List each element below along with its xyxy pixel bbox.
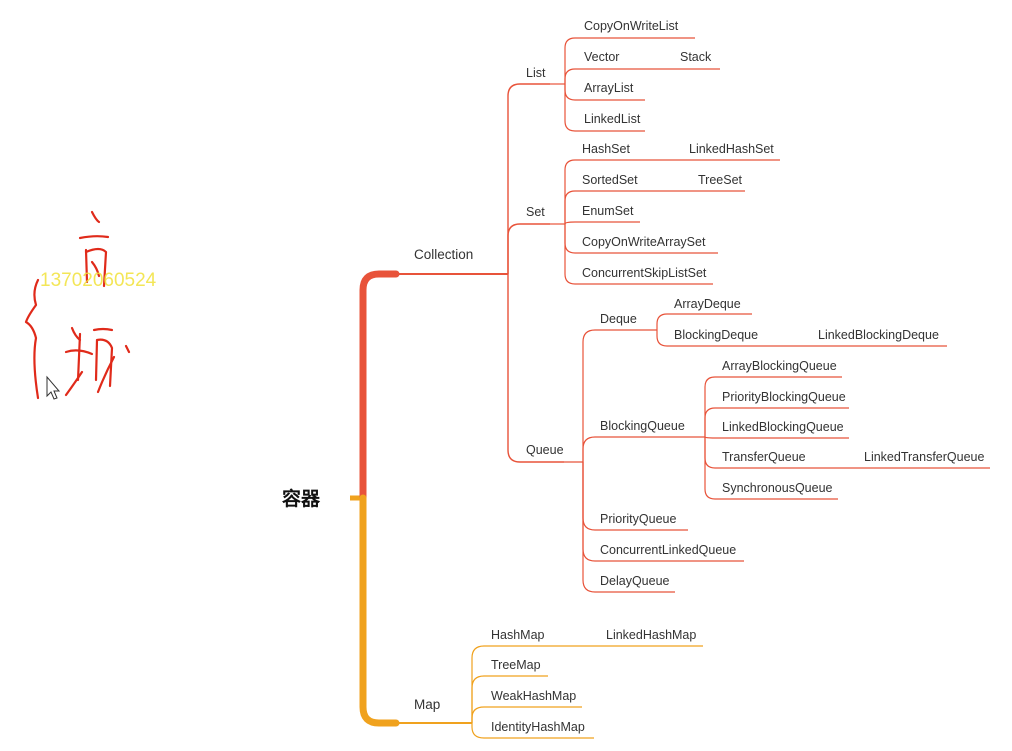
list-node[interactable]: List	[526, 66, 546, 80]
node-arrayblockingqueue[interactable]: ArrayBlockingQueue	[722, 359, 837, 373]
brace-stroke	[24, 278, 40, 400]
edge-deque	[582, 329, 657, 462]
edge-delayqueue	[582, 462, 675, 593]
node-concurrentskiplistset[interactable]: ConcurrentSkipListSet	[582, 266, 707, 280]
node-treemap[interactable]: TreeMap	[491, 658, 541, 672]
node-weakhashmap[interactable]: WeakHashMap	[491, 689, 576, 703]
edge-arraydeque	[656, 313, 752, 330]
node-sortedset[interactable]: SortedSet	[582, 173, 638, 187]
edge-concurrentskiplistset	[564, 224, 713, 285]
root-label: 容器	[282, 487, 321, 510]
watermark-text: 13702060524	[40, 270, 157, 291]
connector-queue	[507, 274, 564, 463]
node-linkedlist[interactable]: LinkedList	[584, 112, 641, 126]
edge-hashset	[564, 159, 780, 224]
char-gao-left	[84, 248, 89, 284]
edge-weakhashmap	[471, 706, 582, 723]
edge-priorityblockingqueue	[704, 407, 849, 437]
node-priorityqueue[interactable]: PriorityQueue	[600, 512, 676, 526]
node-vector[interactable]: Vector	[584, 50, 619, 64]
set-node[interactable]: Set	[526, 205, 545, 219]
char-pin-right-leg	[96, 355, 116, 394]
node-delayqueue[interactable]: DelayQueue	[600, 574, 670, 588]
node-linkedhashset[interactable]: LinkedHashSet	[689, 142, 774, 156]
node-hashmap[interactable]: HashMap	[491, 628, 545, 642]
edge-linkedlist	[564, 84, 645, 132]
edge-hashmap	[471, 645, 703, 723]
node-blockingdeque[interactable]: BlockingDeque	[674, 328, 758, 342]
map-trunk	[359, 494, 400, 727]
node-linkedhashmap[interactable]: LinkedHashMap	[606, 628, 696, 642]
char-pin-left	[64, 370, 84, 397]
edge-sortedset	[564, 190, 745, 224]
node-arraydeque[interactable]: ArrayDeque	[674, 297, 741, 311]
node-linkedtransferqueue[interactable]: LinkedTransferQueue	[864, 450, 984, 464]
edge-identityhashmap	[471, 723, 594, 739]
node-copyonwritearrayset[interactable]: CopyOnWriteArraySet	[582, 235, 706, 249]
node-priorityblockingqueue[interactable]: PriorityBlockingQueue	[722, 390, 846, 404]
connector-list	[507, 83, 550, 274]
edge-enumset	[564, 221, 640, 225]
collection-trunk	[359, 270, 400, 502]
node-linkedblockingdeque[interactable]: LinkedBlockingDeque	[818, 328, 939, 342]
node-identityhashmap[interactable]: IdentityHashMap	[491, 720, 585, 734]
char-gao-dot	[90, 210, 101, 224]
map-label: Map	[414, 697, 440, 712]
list-label: List	[526, 66, 546, 80]
edge-blockingdeque	[656, 330, 947, 347]
root-node[interactable]: 容器	[282, 487, 321, 510]
edge-copyonwritelist	[564, 37, 695, 84]
char-pin-right-top	[92, 327, 114, 332]
node-concurrentlinkedqueue[interactable]: ConcurrentLinkedQueue	[600, 543, 736, 557]
node-linkedblockingqueue[interactable]: LinkedBlockingQueue	[722, 420, 844, 434]
node-hashset[interactable]: HashSet	[582, 142, 630, 156]
node-stack[interactable]: Stack	[680, 50, 712, 64]
node-deque[interactable]: Deque	[600, 312, 637, 326]
char-pin-right-box	[94, 338, 114, 388]
node-blockingqueue[interactable]: BlockingQueue	[600, 419, 685, 433]
set-label: Set	[526, 205, 545, 219]
edge-linkedblockingqueue	[704, 436, 849, 439]
node-treeset[interactable]: TreeSet	[698, 173, 743, 187]
map-node[interactable]: Map	[396, 697, 472, 724]
edge-blockingqueue	[582, 436, 705, 462]
queue-node[interactable]: Queue	[526, 443, 564, 457]
connector-set	[507, 223, 550, 274]
char-pin-stem	[76, 332, 82, 382]
node-copyonwritelist[interactable]: CopyOnWriteList	[584, 19, 679, 33]
queue-label: Queue	[526, 443, 564, 457]
edge-arrayblockingqueue	[704, 376, 842, 437]
char-gao-top	[78, 235, 110, 240]
char-pin-tick	[124, 344, 131, 354]
node-synchronousqueue[interactable]: SynchronousQueue	[722, 481, 833, 495]
mouse-cursor-icon	[46, 375, 61, 400]
edge-vector	[564, 68, 720, 84]
edge-treemap	[471, 675, 548, 723]
char-gao-box	[84, 247, 108, 288]
collection-node[interactable]: Collection	[396, 247, 508, 275]
handwritten-annotation	[24, 210, 131, 400]
char-gao-inner	[90, 260, 101, 278]
node-enumset[interactable]: EnumSet	[582, 204, 634, 218]
node-arraylist[interactable]: ArrayList	[584, 81, 634, 95]
edge-synchronousqueue	[704, 437, 838, 500]
node-transferqueue[interactable]: TransferQueue	[722, 450, 806, 464]
collection-label: Collection	[414, 247, 473, 262]
